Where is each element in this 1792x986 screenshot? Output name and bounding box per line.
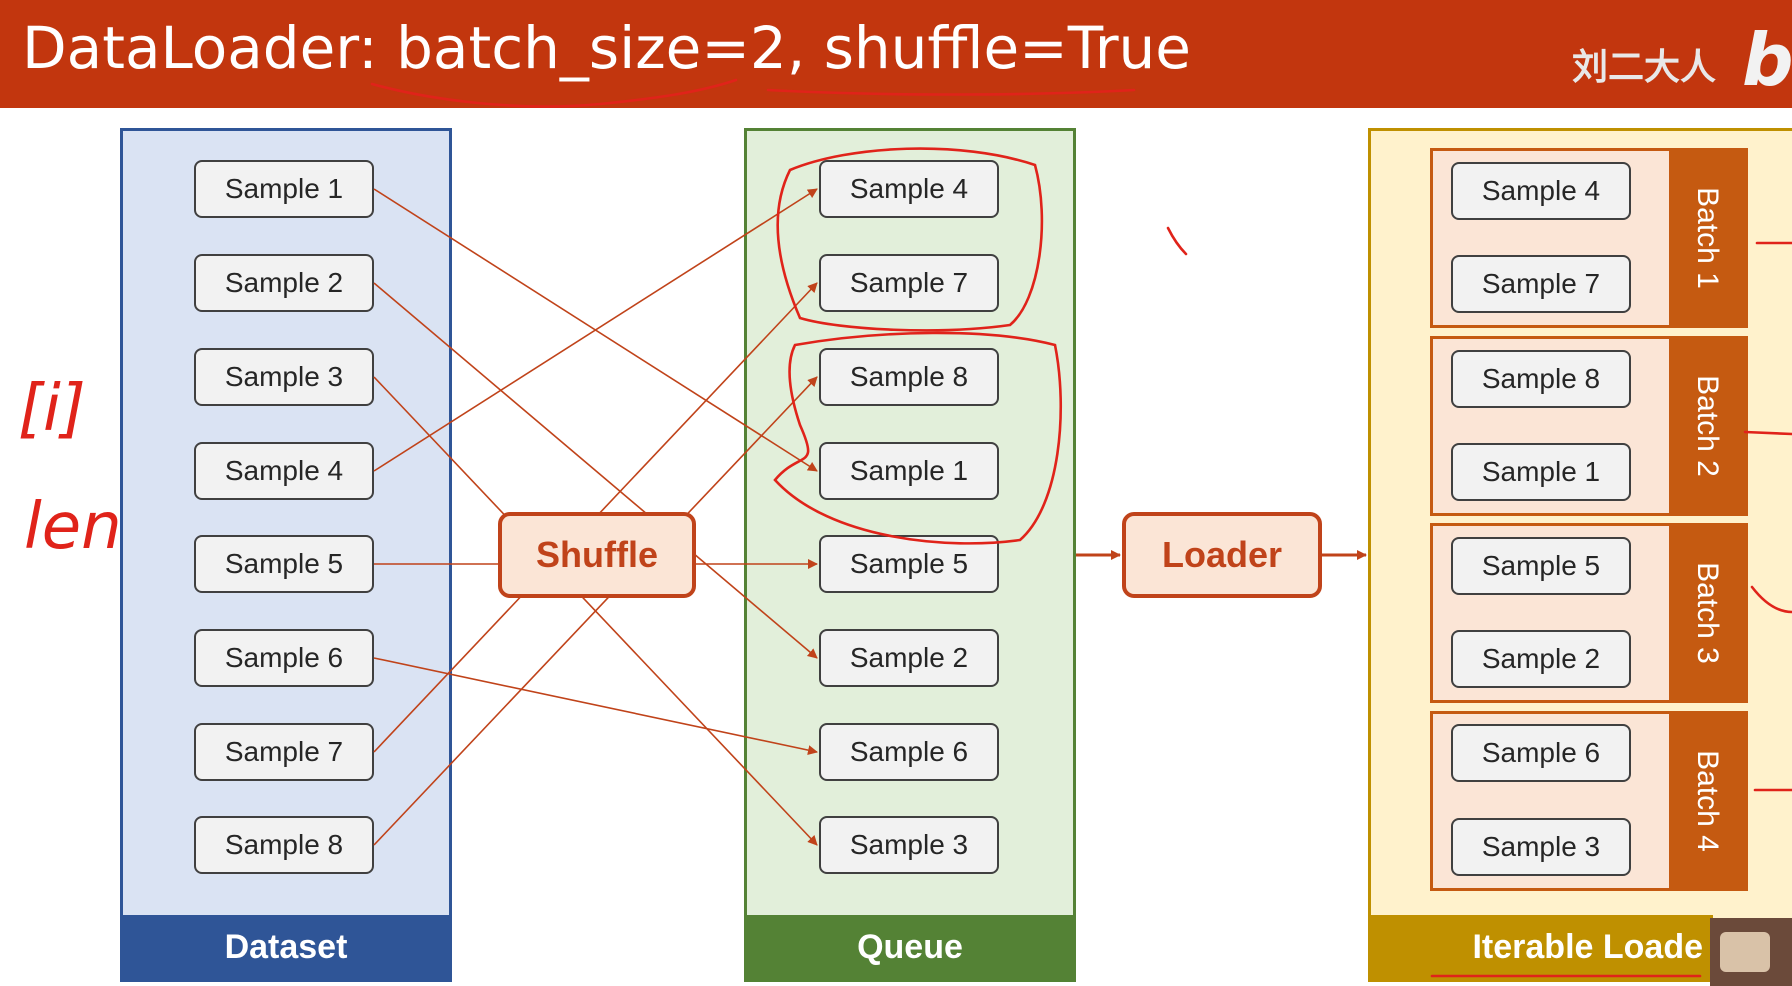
title-bar: DataLoader: batch_size=2, shuffle=True 刘… [0, 0, 1792, 108]
queue-sample: Sample 1 [819, 442, 999, 500]
dataset-sample: Sample 4 [194, 442, 374, 500]
dataset-label: Dataset [123, 915, 449, 979]
shuffle-connectors [373, 188, 818, 846]
batch-tab: Batch 2 [1669, 339, 1745, 513]
batch-sample: Sample 1 [1451, 443, 1631, 501]
connector-line [373, 376, 818, 846]
connector-line [373, 282, 818, 659]
watermark-text: 刘二大人 [1572, 47, 1717, 88]
circle-batch-b [773, 331, 1063, 545]
batch-tab: Batch 1 [1669, 151, 1745, 325]
batch-sample: Sample 4 [1451, 162, 1631, 220]
queue-sample: Sample 3 [819, 816, 999, 874]
annotation-index: [i] [18, 372, 86, 446]
slide-title: DataLoader: batch_size=2, shuffle=True [22, 14, 1191, 82]
annotation-len: len [24, 490, 122, 564]
loader-node: Loader [1122, 512, 1322, 598]
queue-sample: Sample 8 [819, 348, 999, 406]
batch-sample: Sample 8 [1451, 350, 1631, 408]
dataset-sample: Sample 8 [194, 816, 374, 874]
dataset-sample: Sample 3 [194, 348, 374, 406]
connector-line [373, 657, 818, 756]
queue-sample: Sample 7 [819, 254, 999, 312]
queue-sample: Sample 4 [819, 160, 999, 218]
connector-line [373, 188, 818, 472]
iterable-loader-label: Iterable Loade [1371, 915, 1713, 979]
presenter-thumbnail [1710, 918, 1792, 986]
batch-sample: Sample 6 [1451, 724, 1631, 782]
dataset-sample: Sample 6 [194, 629, 374, 687]
shuffle-node: Shuffle [498, 512, 696, 598]
queue-sample: Sample 6 [819, 723, 999, 781]
circle-batch-a [776, 147, 1044, 332]
batch-sample: Sample 3 [1451, 818, 1631, 876]
bilibili-logo: bil [1742, 18, 1792, 102]
dataset-sample: Sample 5 [194, 535, 374, 593]
handwritten-marks [370, 78, 1792, 978]
dataset-sample: Sample 1 [194, 160, 374, 218]
right-mark [1750, 585, 1792, 614]
dataset-sample: Sample 7 [194, 723, 374, 781]
dataset-sample: Sample 2 [194, 254, 374, 312]
batch-sample: Sample 2 [1451, 630, 1631, 688]
title-underline-shuffle [766, 88, 1136, 96]
batch-sample: Sample 5 [1451, 537, 1631, 595]
batch-sample: Sample 7 [1451, 255, 1631, 313]
title-underline-batch [370, 78, 738, 108]
right-mark [1743, 430, 1792, 436]
batch-tab: Batch 4 [1669, 714, 1745, 888]
queue-label: Queue [747, 915, 1073, 979]
stray-mark [1166, 226, 1188, 256]
batch-tab: Batch 3 [1669, 526, 1745, 700]
queue-sample: Sample 2 [819, 629, 999, 687]
